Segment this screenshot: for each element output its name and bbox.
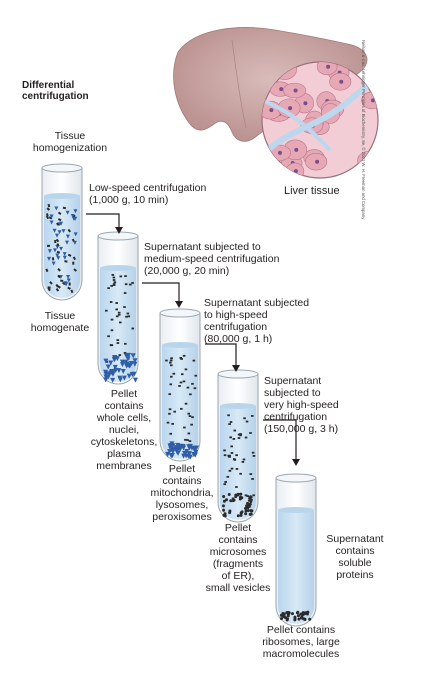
tissue-homogenate-label: Tissue homogenate — [30, 310, 90, 334]
step2-arrow-label: Supernatant subjected to medium-speed ce… — [144, 241, 280, 277]
tube-particles — [165, 354, 200, 460]
pellet3-label: Pellet contains microsomes (fragments of… — [205, 522, 271, 594]
blood-vessel — [262, 98, 332, 152]
tube-particles — [221, 414, 256, 518]
liver-tissue-magnified — [261, 61, 379, 179]
tissue-cell — [329, 72, 352, 91]
tissue-cell — [305, 152, 328, 171]
arrow-step-1 — [86, 213, 120, 228]
pellet1-label: Pellet contains whole cells, nuclei, cyt… — [90, 388, 158, 472]
tube-rim — [97, 231, 139, 241]
arrowhead-1 — [115, 227, 123, 234]
arrowhead-2 — [175, 301, 183, 308]
tubes-group — [41, 163, 317, 627]
centrifuge-tube-5 — [275, 473, 317, 627]
supernatant-soluble-label: Supernatant contains soluble proteins — [326, 533, 384, 581]
tube-rim — [41, 163, 83, 173]
tube-liquid — [220, 406, 256, 520]
pellet4-label: Pellet contains ribosomes, large macromo… — [262, 624, 340, 660]
pellet2-label: Pellet contains mitochondria, lysosomes,… — [150, 463, 214, 523]
centrifuge-tube-1 — [41, 163, 83, 301]
tube-particles — [45, 203, 78, 294]
tube-liquid — [162, 345, 198, 459]
step4-arrow-label: Supernatant subjected to very high-speed… — [264, 375, 339, 435]
tube-liquid — [278, 510, 314, 624]
tube-rim — [275, 473, 317, 483]
liver-tissue-label: Liver tissue — [284, 185, 340, 197]
arrow-step-3 — [205, 343, 237, 366]
arrow-step-2 — [142, 282, 180, 302]
arrowhead-4 — [292, 459, 300, 466]
tissue-homogenization-label: Tissue homogenization — [32, 130, 108, 154]
step3-arrow-label: Supernatant subjected to high-speed cent… — [204, 297, 310, 345]
tube-particles — [279, 610, 312, 622]
arrow-step-4 — [263, 419, 297, 460]
centrifuge-tube-2 — [97, 231, 139, 385]
step1-arrow-label: Low-speed centrifugation (1,000 g, 10 mi… — [89, 182, 207, 206]
arrowhead-3 — [232, 365, 240, 372]
tube-rim — [217, 369, 259, 379]
credit-line: Nelson & Cox, Lehninger Principles of Bi… — [361, 40, 366, 220]
blood-vessel — [265, 77, 378, 153]
diagram-title: Differential centrifugation — [22, 80, 89, 102]
tube-particles — [103, 274, 138, 383]
tube-rim — [159, 308, 201, 318]
arrows-group — [86, 213, 297, 460]
arrowheads-group — [115, 227, 300, 466]
centrifuge-tube-4 — [217, 369, 259, 523]
centrifuge-tube-3 — [159, 308, 201, 462]
tissue-cell — [285, 162, 305, 178]
tissue-cell — [283, 82, 307, 99]
